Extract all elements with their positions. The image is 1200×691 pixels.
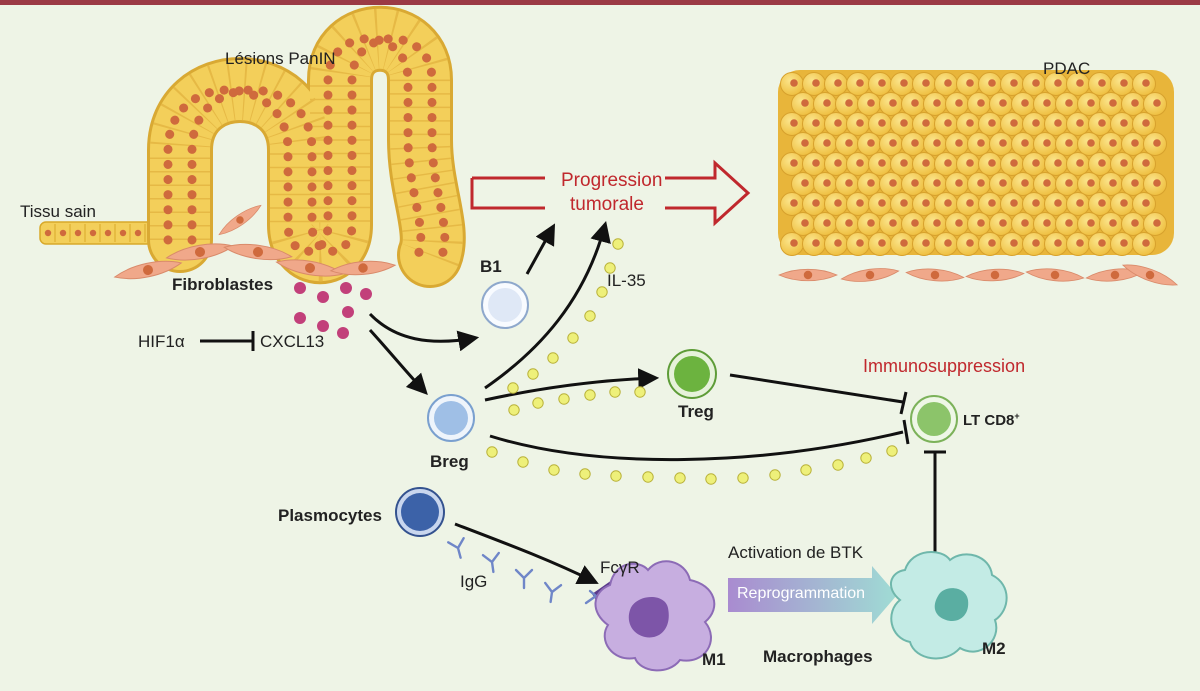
hif1a-label: HIF1α (138, 332, 185, 351)
progression-label-line2: tumorale (570, 194, 644, 215)
reprogramming-arrow (728, 566, 897, 624)
b1-cell (481, 281, 529, 329)
macrophages-label: Macrophages (763, 647, 873, 666)
tissu-sain-label: Tissu sain (20, 202, 96, 221)
m1-label: M1 (702, 650, 726, 669)
pdac-fibroblasts (778, 264, 1179, 286)
activation-btk-label: Activation de BTK (728, 543, 864, 562)
lt-cd8-text: LT CD8 (963, 412, 1015, 429)
fibroblastes-label: Fibroblastes (172, 275, 274, 294)
panin-label: Lésions PanIN (225, 49, 336, 68)
treg-cell (667, 349, 717, 399)
igg-antibodies (447, 537, 563, 604)
m1-macrophage (594, 560, 716, 672)
il35-label: IL-35 (607, 271, 646, 290)
pdac-label: PDAC (1043, 59, 1091, 78)
signal-arrows (368, 220, 660, 585)
top-bar (0, 0, 1200, 5)
reprogrammation-label: Reprogrammation (737, 585, 866, 602)
progression-arrow (470, 159, 751, 227)
hif1a-inhibition (200, 331, 255, 351)
lt-cd8-label: LT CD8+ (963, 411, 1020, 429)
fcgr-label: FcγR (600, 558, 640, 577)
cxcl13-label: CXCL13 (260, 332, 325, 351)
fibroblasts (113, 204, 397, 280)
lt-cd8-superscript: + (1014, 411, 1020, 421)
m2-label: M2 (982, 639, 1006, 658)
progression-label-line1: Progression (561, 170, 663, 191)
m2-macrophage (890, 550, 1008, 660)
b1-label: B1 (480, 257, 502, 276)
panin-lesions (147, 5, 466, 288)
pdac-tumor (778, 70, 1174, 256)
cxcl13-dots (294, 282, 372, 339)
igg-label: IgG (460, 572, 488, 591)
treg-label: Treg (678, 402, 714, 421)
breg-label: Breg (430, 452, 469, 471)
il35-dots (486, 238, 898, 485)
immunosuppression-label: Immunosuppression (863, 356, 1026, 376)
inhibition-lines (489, 373, 946, 553)
lt-cd8-cell (910, 395, 958, 443)
plasmocytes-label: Plasmocytes (278, 506, 382, 525)
plasmocyte-cell (395, 487, 445, 537)
breg-cell (427, 394, 475, 442)
